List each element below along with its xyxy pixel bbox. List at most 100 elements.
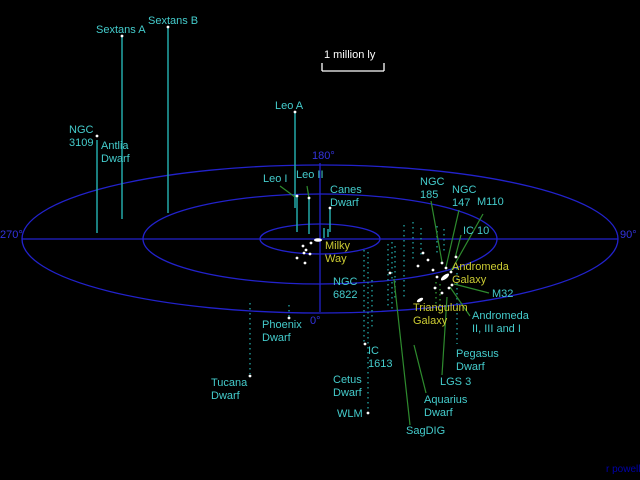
galaxy-dot-23 <box>444 266 448 270</box>
label-cetus-dwarf: Cetus <box>333 374 362 386</box>
label-leo-a: Leo A <box>275 100 304 112</box>
label-sagdig: SagDIG <box>406 425 445 437</box>
galaxy-dot-13 <box>303 261 307 265</box>
angle-0: 0° <box>310 315 321 327</box>
connector-andromeda-ii-iii-i <box>449 286 471 317</box>
label-canes-dwarf: Canes <box>330 184 362 196</box>
angle-90: 90° <box>620 229 637 241</box>
label-antlia-dwarf: Antlia <box>101 140 129 152</box>
label-andromeda-galaxy: Andromeda <box>452 261 510 273</box>
connector-m110 <box>450 213 484 272</box>
galaxy-dot-28 <box>366 411 370 415</box>
galaxy-dot-31 <box>363 342 367 346</box>
galaxy-dot-12 <box>309 241 313 245</box>
galaxy-dot-29 <box>248 374 252 378</box>
label-tucana-dwarf: Dwarf <box>211 390 241 402</box>
label-milky-way: Milky <box>325 240 351 252</box>
label-ngc-6822: 6822 <box>333 289 357 301</box>
galaxy-dot-20 <box>433 286 437 290</box>
galaxy-dot-15 <box>426 258 430 262</box>
connector-sagdig <box>393 278 411 426</box>
galaxy-dot-19 <box>440 291 444 295</box>
label-pegasus-dwarf: Dwarf <box>456 361 486 373</box>
galaxy-dot-18 <box>435 275 439 279</box>
label-ngc-185: 185 <box>420 189 438 201</box>
label-wlm: WLM <box>337 408 363 420</box>
connector-leo-ii <box>306 185 310 199</box>
marker-andromeda <box>440 273 450 281</box>
label-antlia-dwarf: Dwarf <box>101 153 131 165</box>
label-ic-10: IC 10 <box>463 225 489 237</box>
connector-ic-10 <box>454 234 462 259</box>
galaxy-disc-markers <box>314 238 450 303</box>
connector-m32 <box>453 283 490 294</box>
label-phoenix-dwarf: Phoenix <box>262 319 302 331</box>
galaxy-dot-25 <box>449 270 453 274</box>
connector-aquarius <box>413 344 427 394</box>
label-ic-1613: IC <box>368 345 379 357</box>
connector-lgs-3 <box>441 296 448 376</box>
galaxy-dot-5 <box>307 196 311 200</box>
label-ngc-147: NGC <box>452 184 477 196</box>
galaxy-dot-14 <box>421 251 425 255</box>
galaxy-dot-1 <box>166 25 170 29</box>
label-aquarius-dwarf: Aquarius <box>424 394 468 406</box>
scale-bar: 1 million ly <box>321 49 385 72</box>
label-connector-lines <box>279 185 490 426</box>
galaxy-dot-7 <box>301 244 305 248</box>
galaxy-dot-22 <box>450 283 454 287</box>
galaxy-dot-6 <box>328 206 332 210</box>
galaxy-dot-11 <box>295 256 299 260</box>
label-leo-i: Leo I <box>263 173 287 185</box>
label-milky-way: Way <box>325 253 347 265</box>
angle-270: 270° <box>0 229 23 241</box>
galaxy-dot-27 <box>388 271 392 275</box>
label-triangulum-galaxy: Triangulum <box>413 302 468 314</box>
galaxy-dot-0 <box>120 34 124 38</box>
galaxy-dot-21 <box>447 286 451 290</box>
credit-text: r powell <box>606 464 640 475</box>
galaxy-dots <box>95 25 458 415</box>
galaxy-dot-4 <box>295 194 299 198</box>
galaxy-dot-3 <box>293 110 297 114</box>
galaxy-dot-17 <box>431 268 435 272</box>
above-plane-distance-lines <box>96 28 331 238</box>
credit-label: r powell <box>606 464 640 475</box>
galaxy-dot-10 <box>308 252 312 256</box>
label-m32: M32 <box>492 288 513 300</box>
galaxy-dot-24 <box>440 261 444 265</box>
marker-triangulum <box>416 297 424 303</box>
label-ic-1613: 1613 <box>368 358 392 370</box>
angle-180: 180° <box>312 150 335 162</box>
galaxy-dot-30 <box>287 316 291 320</box>
label-ngc-185: NGC <box>420 176 445 188</box>
label-sextans-a: Sextans A <box>96 24 146 36</box>
label-andromeda-galaxy: Galaxy <box>452 274 487 286</box>
label-cetus-dwarf: Dwarf <box>333 387 363 399</box>
label-ngc-3109: NGC <box>69 124 94 136</box>
label-pegasus-dwarf: Pegasus <box>456 348 499 360</box>
connector-ngc-147 <box>445 209 460 268</box>
label-phoenix-dwarf: Dwarf <box>262 332 292 344</box>
label-aquarius-dwarf: Dwarf <box>424 407 454 419</box>
label-tucana-dwarf: Tucana <box>211 377 248 389</box>
label-ngc-147: 147 <box>452 197 470 209</box>
label-ngc-3109: 3109 <box>69 137 93 149</box>
galaxy-dot-2 <box>95 134 99 138</box>
label-triangulum-galaxy: Galaxy <box>413 315 448 327</box>
galaxy-dot-8 <box>304 248 308 252</box>
connector-ngc-185 <box>430 200 443 263</box>
label-lgs-3: LGS 3 <box>440 376 471 388</box>
label-m110: M110 <box>477 196 504 208</box>
galaxy-dot-26 <box>454 255 458 259</box>
galaxy-dot-9 <box>302 251 306 255</box>
label-leo-ii: Leo II <box>296 169 324 181</box>
label-andromeda-ii-iii-i: Andromeda <box>472 310 530 322</box>
angle-labels: 180° 0° 270° 90° <box>0 150 637 327</box>
marker-milky-way <box>314 238 322 242</box>
label-canes-dwarf: Dwarf <box>330 197 360 209</box>
label-sextans-b: Sextans B <box>148 15 198 27</box>
label-andromeda-ii-iii-i: II, III and I <box>472 323 521 335</box>
